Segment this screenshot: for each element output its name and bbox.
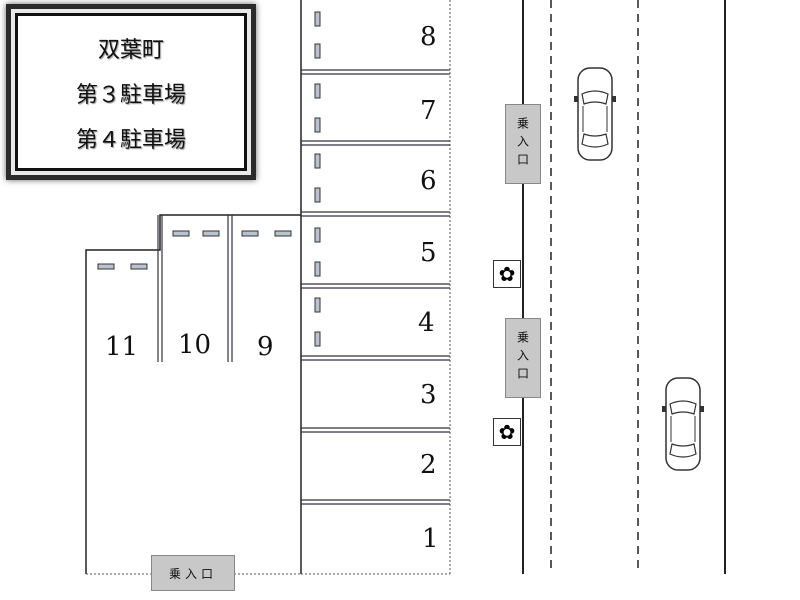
title-town: 双葉町: [97, 38, 164, 63]
entrance-middle: 乗入口: [505, 318, 541, 398]
flower-icon: ✿: [493, 260, 521, 288]
space-number-1: 1: [422, 524, 439, 554]
title-lot-4: 第４駐車場: [75, 128, 186, 153]
space-number-3: 3: [420, 380, 437, 410]
space-number-4: 4: [418, 308, 435, 338]
space-number-2: 2: [420, 450, 437, 480]
space-number-8: 8: [420, 22, 437, 52]
space-number-11: 11: [105, 332, 139, 362]
space-number-9: 9: [257, 332, 274, 362]
space-number-10: 10: [178, 330, 212, 360]
car-icon: [574, 67, 616, 161]
space-number-6: 6: [420, 166, 437, 196]
title-box: 双葉町 第３駐車場 第４駐車場: [6, 4, 256, 180]
space-number-7: 7: [420, 96, 437, 126]
space-number-5: 5: [420, 238, 437, 268]
entrance-upper: 乗入口: [505, 104, 541, 184]
entrance-bottom: 乗入口: [151, 555, 235, 591]
flower-icon: ✿: [493, 418, 521, 446]
car-icon: [662, 377, 704, 471]
title-lot-3: 第３駐車場: [75, 83, 186, 108]
